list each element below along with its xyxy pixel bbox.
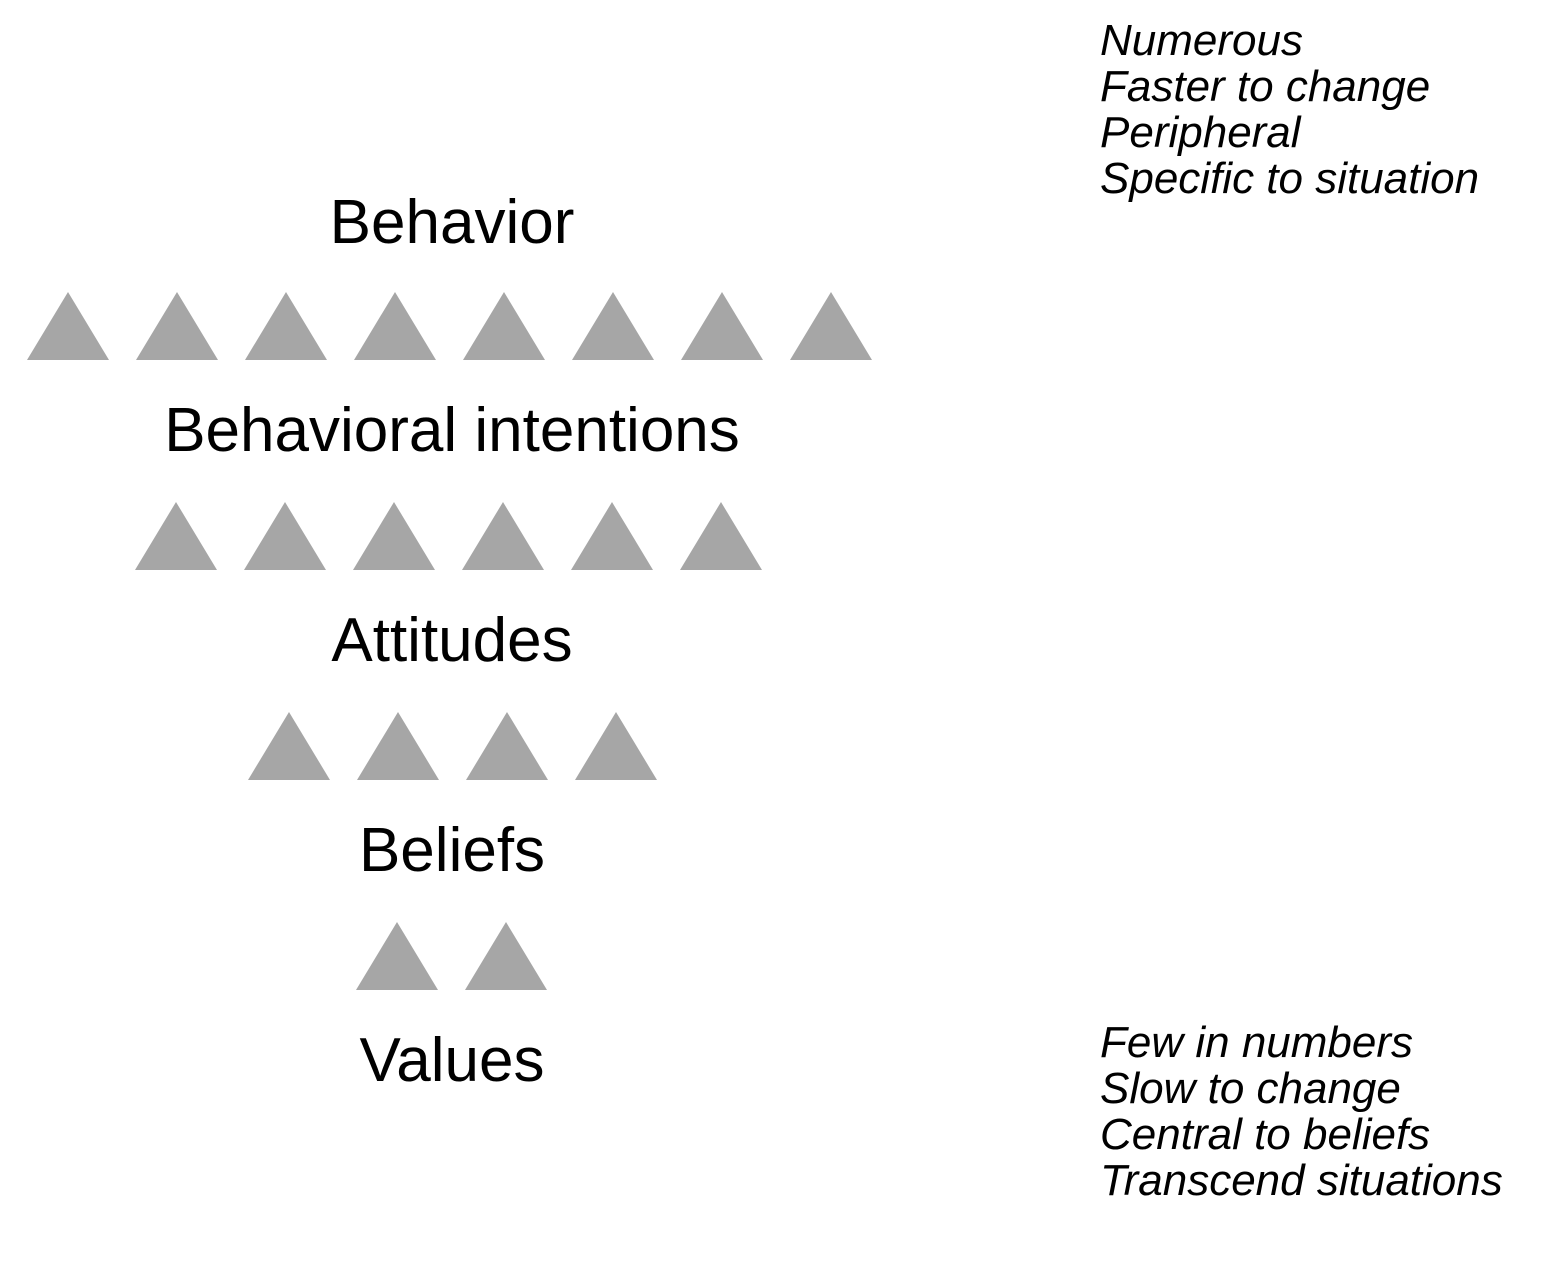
triangle [357,712,439,780]
triangle [248,712,330,780]
annotation-top: Numerous Faster to change Peripheral Spe… [1100,18,1479,202]
triangle [571,502,653,570]
annotation-bottom-line: Few in numbers [1100,1018,1414,1067]
triangle [135,502,217,570]
level-label-beliefs: Beliefs [0,820,1552,882]
triangle [466,712,548,780]
triangle [136,292,218,360]
triangle [575,712,657,780]
level-label-behavioral-intentions-text: Behavioral intentions [164,396,740,465]
annotation-top-line: Numerous [1100,16,1303,65]
triangle [356,922,438,990]
annotation-bottom-line: Central to beliefs [1100,1110,1431,1159]
level-label-behavior: Behavior [0,192,1552,254]
annotation-top-line: Peripheral [1100,108,1301,157]
level-label-attitudes: Attitudes [0,610,1552,672]
level-label-beliefs-text: Beliefs [358,816,546,885]
triangle [244,502,326,570]
annotation-top-line: Faster to change [1100,62,1431,111]
triangle [354,292,436,360]
annotation-bottom-line: Transcend situations [1100,1156,1503,1205]
triangle [462,502,544,570]
triangle-row-attitudes [248,710,657,780]
triangle [463,292,545,360]
triangle [681,292,763,360]
triangle [680,502,762,570]
triangle [572,292,654,360]
level-label-values-text: Values [359,1026,545,1095]
annotation-bottom: Few in numbers Slow to change Central to… [1100,1020,1503,1204]
annotation-top-line: Specific to situation [1100,154,1480,203]
triangle-row-beliefs [356,920,547,990]
triangle [465,922,547,990]
level-label-values: Values [0,1030,1552,1092]
triangle-row-behavioral-intentions [135,500,762,570]
triangle [27,292,109,360]
annotation-bottom-line: Slow to change [1100,1064,1401,1113]
triangle [790,292,872,360]
level-label-behavioral-intentions: Behavioral intentions [0,400,1552,462]
level-label-attitudes-text: Attitudes [331,606,573,675]
triangle [353,502,435,570]
triangle [245,292,327,360]
level-label-behavior-text: Behavior [329,188,575,257]
triangle-row-behavior [27,290,872,360]
